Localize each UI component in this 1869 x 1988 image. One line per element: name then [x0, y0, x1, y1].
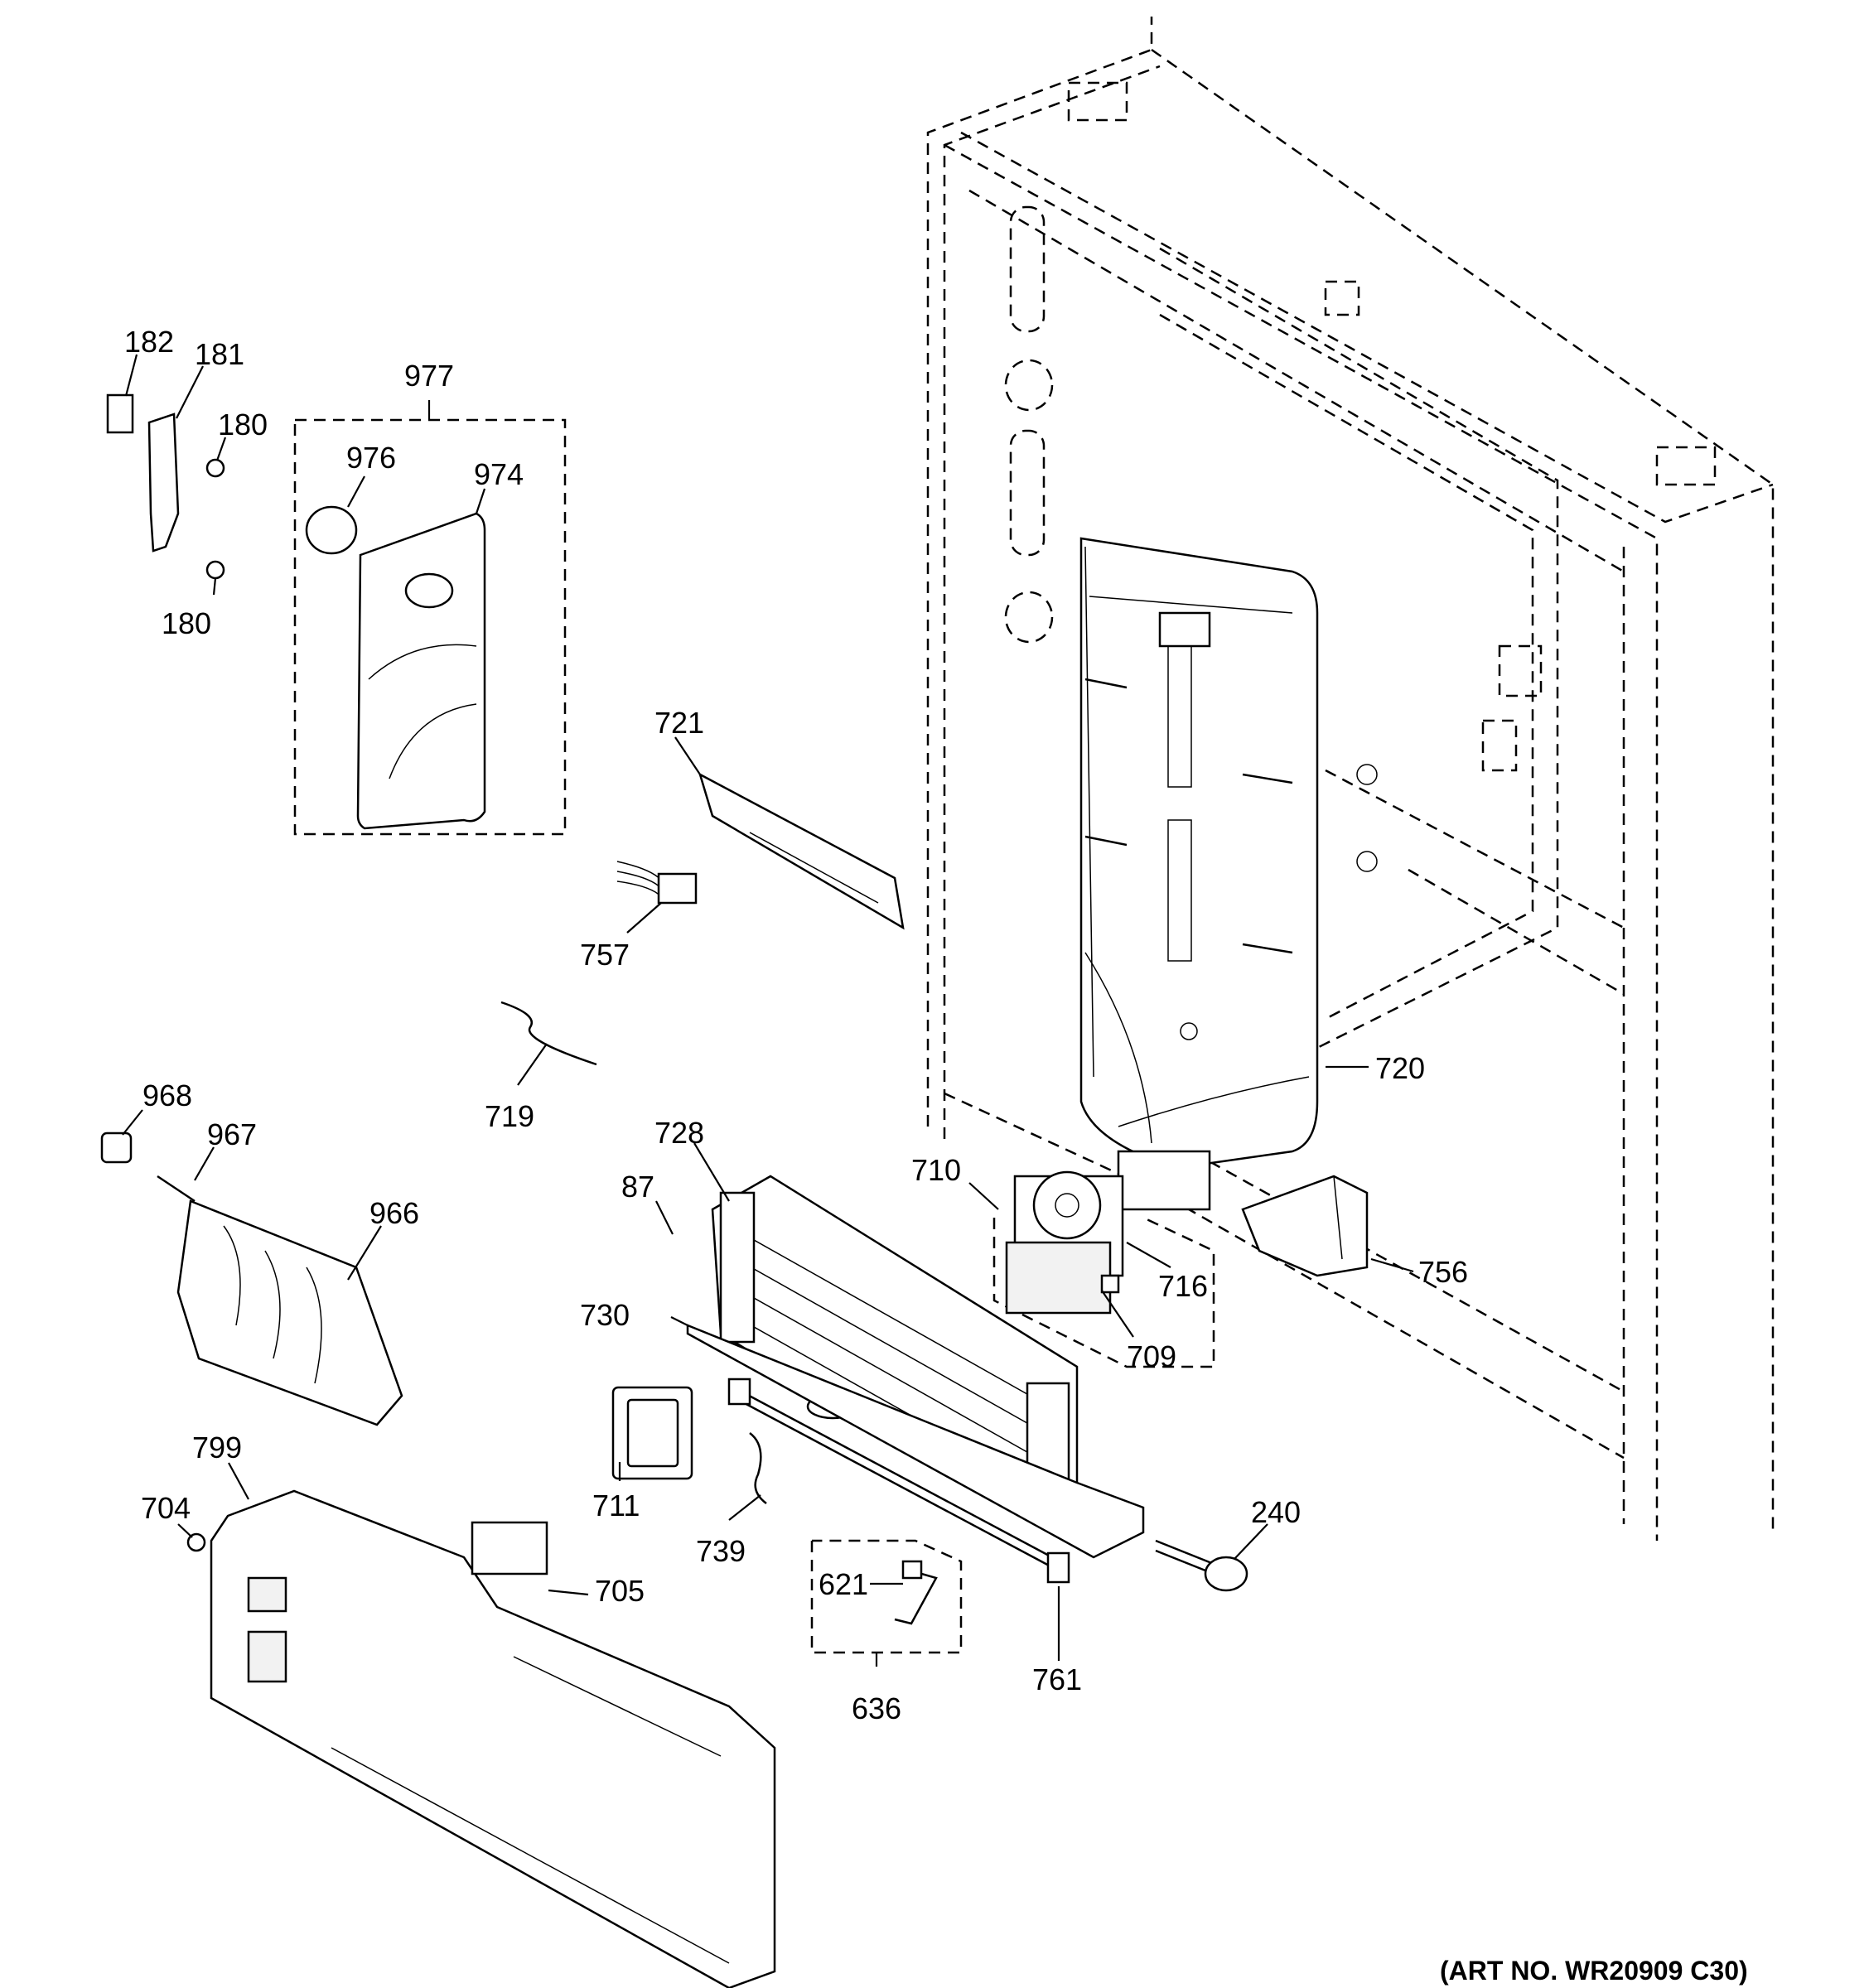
- callout-974: 974: [474, 457, 524, 491]
- callout-719: 719: [485, 1099, 534, 1133]
- wire-harness-757: [616, 861, 698, 905]
- callout-705: 705: [595, 1574, 645, 1608]
- callout-730: 730: [580, 1298, 630, 1332]
- callout-716: 716: [1158, 1269, 1208, 1303]
- callout-756: 756: [1418, 1255, 1468, 1289]
- control-group-977: [293, 418, 567, 836]
- tube-719: [500, 1001, 597, 1066]
- evaporator-728: [686, 1175, 1145, 1559]
- callout-720: 720: [1375, 1051, 1425, 1085]
- callout-757: 757: [580, 938, 630, 972]
- callout-799: 799: [192, 1431, 242, 1464]
- callout-710: 710: [911, 1153, 961, 1187]
- callout-labels: 182 181 180 180 977 976 974 721 757 719 …: [124, 325, 1468, 1725]
- callout-728: 728: [654, 1116, 704, 1150]
- callout-636: 636: [852, 1691, 901, 1725]
- callout-968: 968: [142, 1078, 192, 1112]
- thermostat-240: [1155, 1539, 1248, 1592]
- callout-721: 721: [654, 706, 704, 740]
- callout-621: 621: [819, 1567, 868, 1601]
- callout-976: 976: [346, 441, 396, 475]
- clip-739: [749, 1432, 767, 1504]
- callout-761: 761: [1032, 1662, 1082, 1696]
- callout-181: 181: [195, 337, 244, 371]
- callout-87: 87: [621, 1170, 654, 1204]
- grommet-711: [611, 1386, 693, 1480]
- callout-709: 709: [1127, 1339, 1176, 1373]
- trim-721: [698, 772, 905, 930]
- callout-739: 739: [696, 1534, 746, 1568]
- callout-704: 704: [141, 1491, 191, 1525]
- hinge-parts-181: [106, 393, 225, 580]
- callout-240: 240: [1251, 1495, 1301, 1529]
- evaporator-cover-720: [1079, 537, 1319, 1211]
- callout-182: 182: [124, 325, 174, 359]
- callout-966: 966: [369, 1196, 419, 1230]
- heater-assembly-966: [100, 1132, 403, 1426]
- fan-assembly-710: [992, 1170, 1215, 1368]
- air-tower-cover-799: [186, 1489, 776, 1988]
- callout-967: 967: [207, 1117, 257, 1151]
- art-number: (ART NO. WR20909 C30): [1440, 1956, 1748, 1986]
- callout-711: 711: [592, 1489, 640, 1522]
- leader-lines: [122, 354, 1414, 1667]
- callout-180: 180: [162, 606, 211, 640]
- defrost-heater-730: [727, 1378, 1070, 1584]
- callout-180: 180: [218, 408, 268, 442]
- duct-756: [1241, 1175, 1369, 1277]
- clip-group-636: [810, 1539, 963, 1654]
- cabinet-outline: [926, 17, 1775, 1541]
- callout-977: 977: [404, 359, 454, 393]
